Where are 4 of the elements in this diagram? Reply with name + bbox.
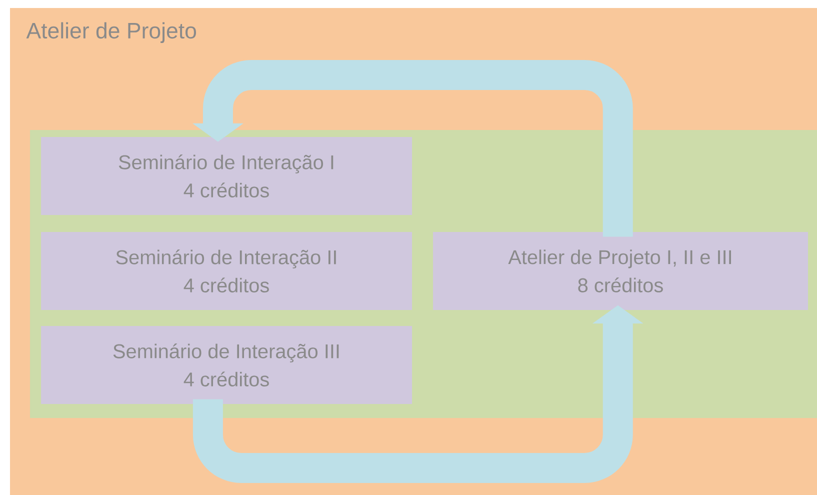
course-box: Seminário de Interação II 4 créditos [41,232,412,310]
course-box: Seminário de Interação III 4 créditos [41,326,412,404]
course-box: Atelier de Projeto I, II e III 8 créditos [433,232,808,310]
course-box: Seminário de Interação I 4 créditos [41,137,412,215]
